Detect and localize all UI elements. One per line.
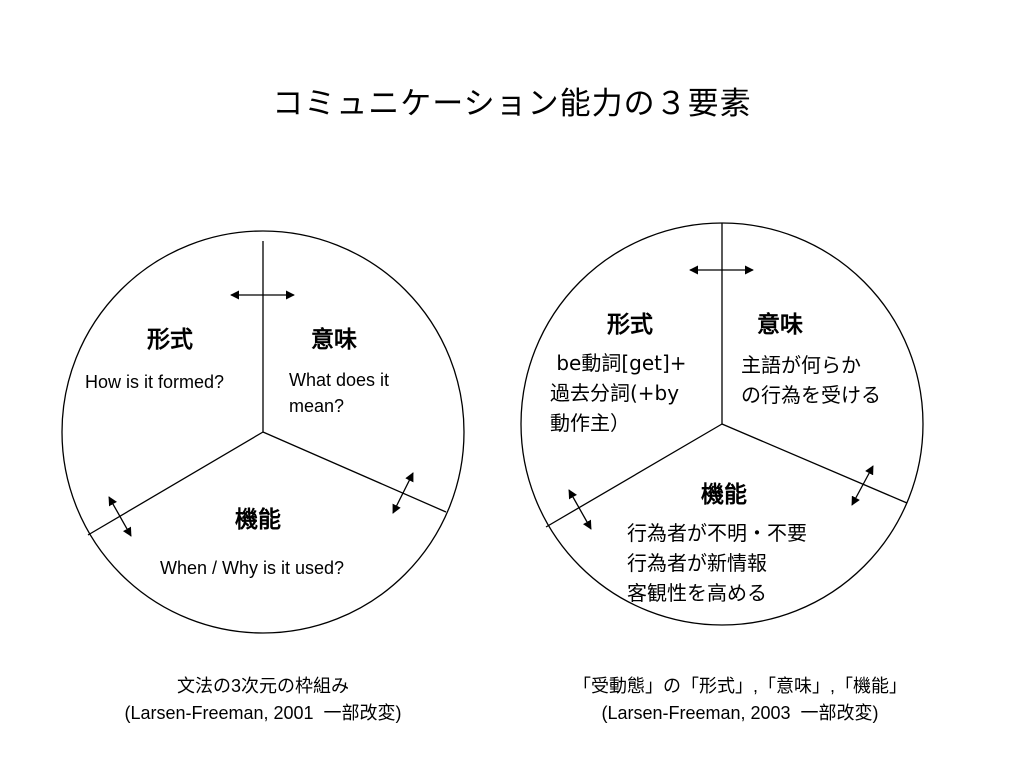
left-meaning-text: What does it mean? xyxy=(289,367,389,419)
left-circle xyxy=(61,230,465,634)
right-meaning-line-1: 主語が何らか xyxy=(741,353,861,377)
left-circle-diagram xyxy=(61,230,465,634)
right-circle-diagram xyxy=(520,222,924,626)
right-function-text: 行為者が不明・不要 行為者が新情報 客観性を高める xyxy=(627,518,807,608)
right-divider-left xyxy=(545,423,723,528)
left-function-heading: 機能 xyxy=(235,507,281,533)
left-meaning-line-2: mean? xyxy=(289,396,345,416)
page-title: コミュニケーション能力の３要素 xyxy=(272,86,752,122)
right-function-line-1: 行為者が不明・不要 xyxy=(627,521,807,545)
right-meaning-heading: 意味 xyxy=(757,312,803,338)
left-arrow-left xyxy=(108,496,132,537)
right-form-text: be動詞[get]+ 過去分詞(+by 動作主） xyxy=(550,348,687,438)
right-form-heading: 形式 xyxy=(607,312,653,338)
right-divider-right xyxy=(721,423,908,504)
right-caption: 「受動態」の「形式」,「意味」,「機能」 (Larsen-Freeman, 20… xyxy=(530,673,950,727)
right-arrow-right xyxy=(851,465,874,506)
right-caption-line-2: (Larsen-Freeman, 2003 一部改変) xyxy=(601,703,879,723)
left-caption-line-2: (Larsen-Freeman, 2001 一部改変) xyxy=(124,703,402,723)
left-divider-right xyxy=(262,431,447,513)
left-caption-line-1: 文法の3次元の枠組み xyxy=(176,676,349,696)
right-caption-line-1: 「受動態」の「形式」,「意味」,「機能」 xyxy=(572,676,907,696)
left-meaning-line-1: What does it xyxy=(289,370,390,390)
left-caption: 文法の3次元の枠組み (Larsen-Freeman, 2001 一部改変) xyxy=(60,673,466,727)
left-arrow-right xyxy=(392,472,414,514)
left-meaning-heading: 意味 xyxy=(311,327,357,353)
right-function-line-3: 客観性を高める xyxy=(627,581,767,605)
right-function-line-2: 行為者が新情報 xyxy=(627,551,767,575)
left-form-heading: 形式 xyxy=(147,327,193,353)
right-meaning-text: 主語が何らか の行為を受ける xyxy=(741,350,881,410)
right-form-line-3: 動作主） xyxy=(550,411,630,435)
right-form-line-2: 過去分詞(+by xyxy=(550,381,680,405)
right-form-line-1: be動詞[get]+ xyxy=(550,351,687,375)
left-function-text: When / Why is it used? xyxy=(160,558,345,578)
right-arrow-left xyxy=(568,489,592,530)
left-form-text: How is it formed? xyxy=(85,372,225,392)
right-function-heading: 機能 xyxy=(701,482,747,508)
right-meaning-line-2: の行為を受ける xyxy=(741,383,881,407)
